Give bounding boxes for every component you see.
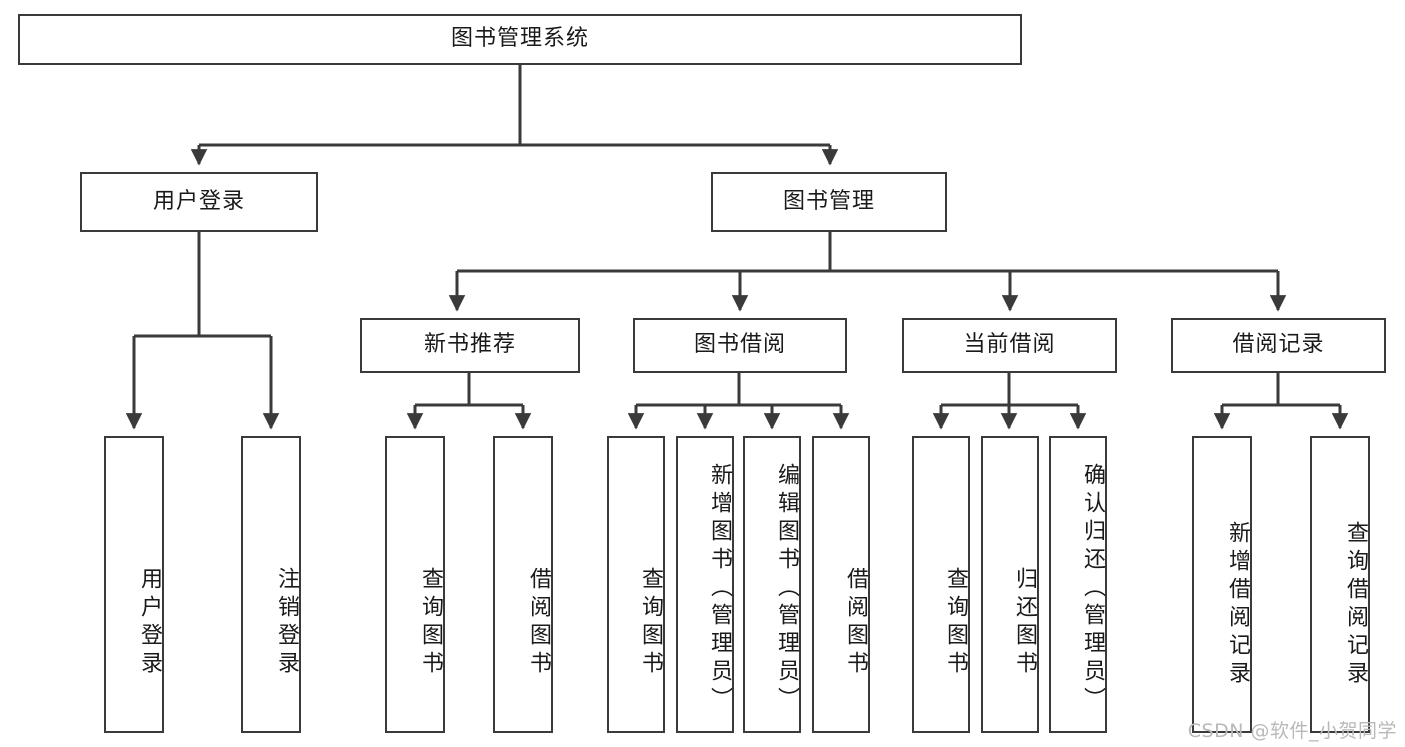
node-label: 借阅图书 [526, 566, 551, 679]
node-label: 查询借阅记录 [1343, 520, 1368, 689]
node-new-book-recommend[interactable]: 新书推荐 [360, 318, 580, 373]
node-label: 用户登录 [137, 566, 162, 679]
node-book-borrow[interactable]: 图书借阅 [633, 318, 847, 373]
node-label: 借阅图书 [843, 566, 868, 679]
leaf-new-book-borrow[interactable]: 借阅图书 [493, 436, 553, 733]
node-root-system[interactable]: 图书管理系统 [18, 14, 1022, 65]
node-label: 借阅记录 [1232, 332, 1325, 358]
node-label: 确认归还（管理员） [1080, 462, 1105, 715]
node-label: 查询图书 [943, 566, 968, 679]
leaf-current-borrow-confirm-admin[interactable]: 确认归还（管理员） [1049, 436, 1107, 733]
node-user-login[interactable]: 用户登录 [80, 172, 318, 232]
leaf-current-borrow-return[interactable]: 归还图书 [981, 436, 1039, 733]
leaf-user-login-logout[interactable]: 注销登录 [241, 436, 301, 733]
node-label: 当前借阅 [963, 332, 1056, 358]
node-label: 查询图书 [638, 566, 663, 679]
leaf-book-borrow-add-admin[interactable]: 新增图书（管理员） [676, 436, 734, 733]
node-label: 图书管理 [782, 188, 875, 214]
leaf-borrow-record-query[interactable]: 查询借阅记录 [1310, 436, 1370, 733]
leaf-book-borrow-borrow[interactable]: 借阅图书 [812, 436, 870, 733]
leaf-borrow-record-add[interactable]: 新增借阅记录 [1192, 436, 1252, 733]
leaf-user-login-login[interactable]: 用户登录 [104, 436, 164, 733]
leaf-book-borrow-edit-admin[interactable]: 编辑图书（管理员） [743, 436, 801, 733]
node-label: 新书推荐 [423, 332, 516, 358]
node-label: 图书借阅 [693, 332, 786, 358]
node-label: 查询图书 [418, 566, 443, 679]
node-current-borrow[interactable]: 当前借阅 [902, 318, 1117, 373]
node-label: 图书管理系统 [450, 26, 589, 52]
node-label: 归还图书 [1012, 566, 1037, 679]
leaf-current-borrow-query[interactable]: 查询图书 [912, 436, 970, 733]
node-label: 编辑图书（管理员） [774, 462, 799, 715]
node-label: 注销登录 [274, 566, 299, 679]
node-label: 新增借阅记录 [1225, 520, 1250, 689]
watermark: CSDN @软件_小贺同学 [1187, 720, 1397, 742]
leaf-book-borrow-query[interactable]: 查询图书 [607, 436, 665, 733]
node-label: 用户登录 [152, 188, 245, 214]
leaf-new-book-query[interactable]: 查询图书 [385, 436, 445, 733]
node-label: 新增图书（管理员） [707, 462, 732, 715]
node-book-management[interactable]: 图书管理 [711, 172, 947, 232]
node-borrow-record[interactable]: 借阅记录 [1171, 318, 1386, 373]
